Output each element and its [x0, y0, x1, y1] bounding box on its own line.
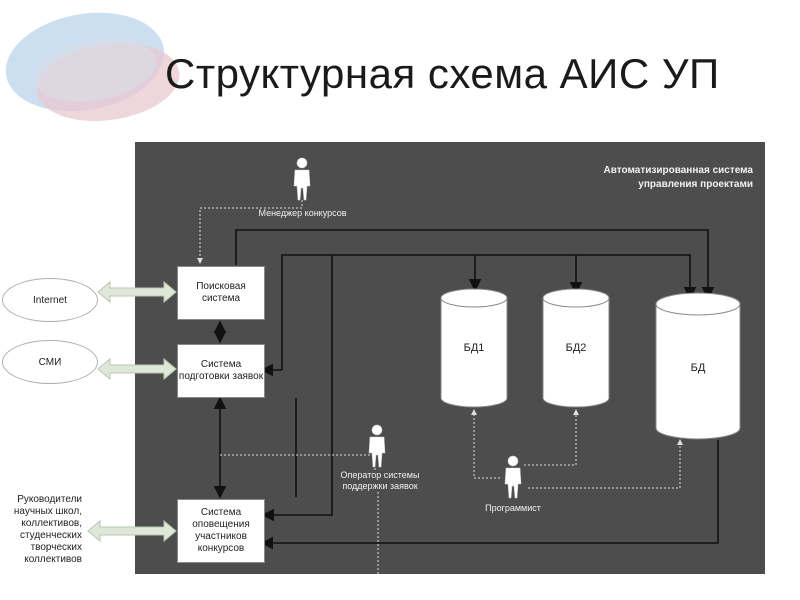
db1-label: БД1	[463, 342, 485, 354]
operator-label: Оператор системы поддержки заявок	[340, 470, 420, 491]
operator-person-icon	[368, 424, 386, 468]
db-label: БД	[690, 362, 706, 374]
notify-system-box: Система оповещения участников конкурсов	[177, 499, 265, 563]
requests-system-label: Система подготовки заявок	[178, 359, 264, 382]
db-cylinder	[655, 292, 741, 440]
db1-cylinder	[440, 288, 508, 408]
manager-person-icon	[293, 157, 311, 201]
requests-system-box: Система подготовки заявок	[177, 344, 265, 398]
deco-mix-ellipse	[33, 38, 157, 102]
internet-label: Internet	[33, 294, 67, 306]
manager-label: Менеджер конкурсов	[258, 208, 347, 218]
external-arrows	[87, 280, 177, 543]
actor-icons	[293, 157, 522, 499]
leaders-label: Руководители научных школ, коллективов, …	[13, 494, 82, 565]
leaders-entity: Руководители научных школ, коллективов, …	[0, 485, 86, 575]
notify-system-label: Система оповещения участников конкурсов	[192, 507, 250, 554]
data-flows	[213, 229, 719, 550]
programmer-label: Программист	[485, 503, 541, 513]
search-system-box: Поисковая система	[177, 266, 265, 320]
search-system-label: Поисковая система	[196, 281, 246, 304]
media-label: СМИ	[38, 356, 62, 368]
internet-entity: Internet	[2, 278, 98, 322]
page-title: Структурная схема АИС УП	[165, 50, 720, 97]
database-cylinders	[440, 288, 741, 440]
db2-label: БД2	[565, 342, 587, 354]
media-entity: СМИ	[2, 340, 98, 384]
system-label: Автоматизированная система управления пр…	[603, 165, 753, 190]
dotted-links	[197, 200, 683, 575]
programmer-person-icon	[504, 455, 522, 499]
db2-cylinder	[542, 288, 610, 408]
